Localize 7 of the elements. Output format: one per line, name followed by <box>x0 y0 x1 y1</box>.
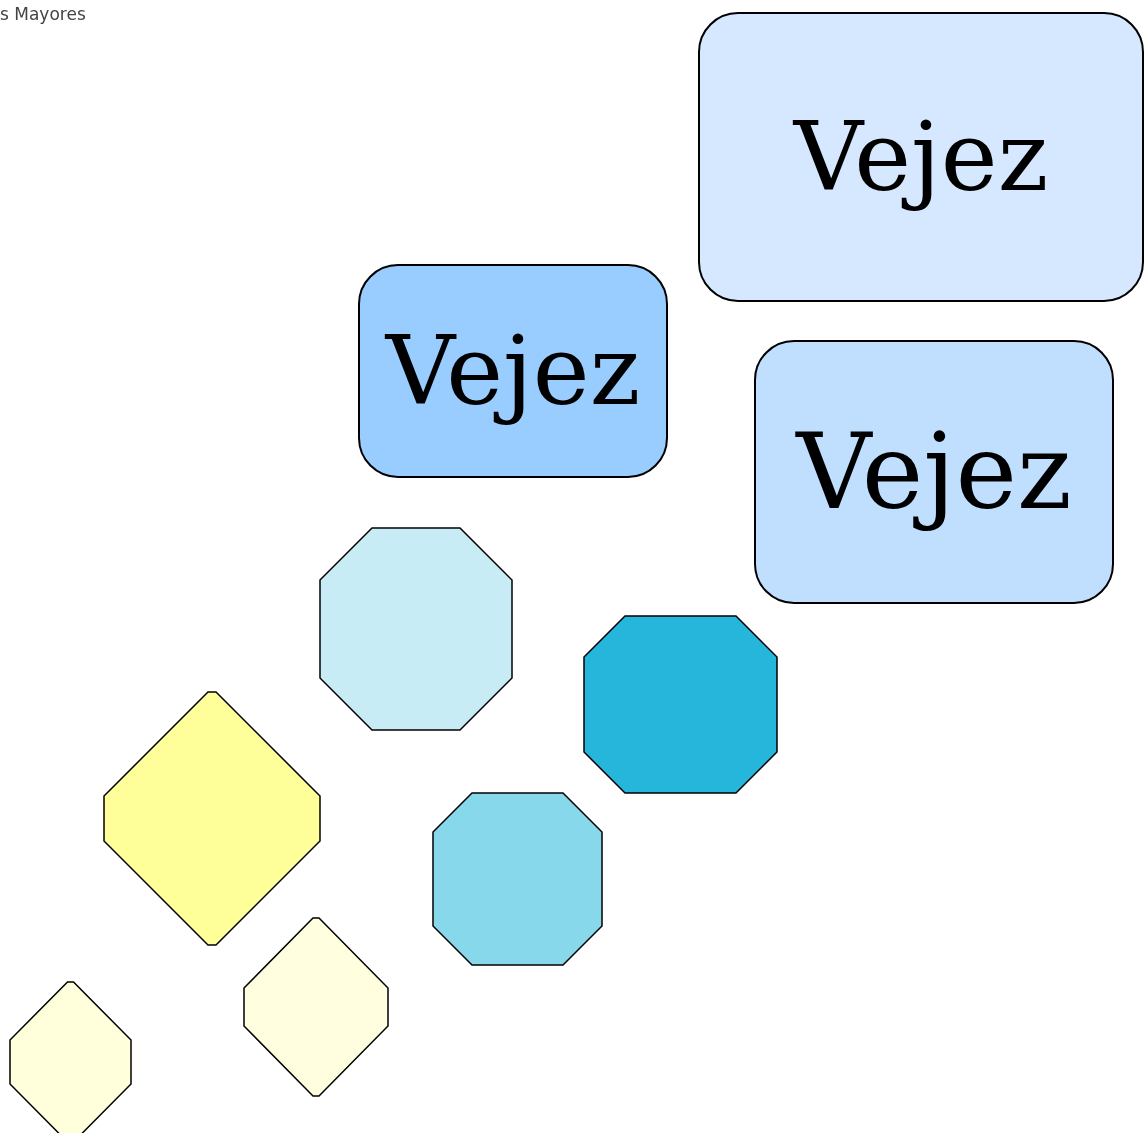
box-text: Vejez <box>793 101 1049 213</box>
heading-fragment: s Mayores <box>0 4 86 24</box>
rounded-box <box>698 12 1144 302</box>
box-text: Vejez <box>796 411 1072 533</box>
box-text: Vejez <box>385 315 641 427</box>
rounded-box <box>754 340 1114 604</box>
rounded-box <box>358 264 668 478</box>
